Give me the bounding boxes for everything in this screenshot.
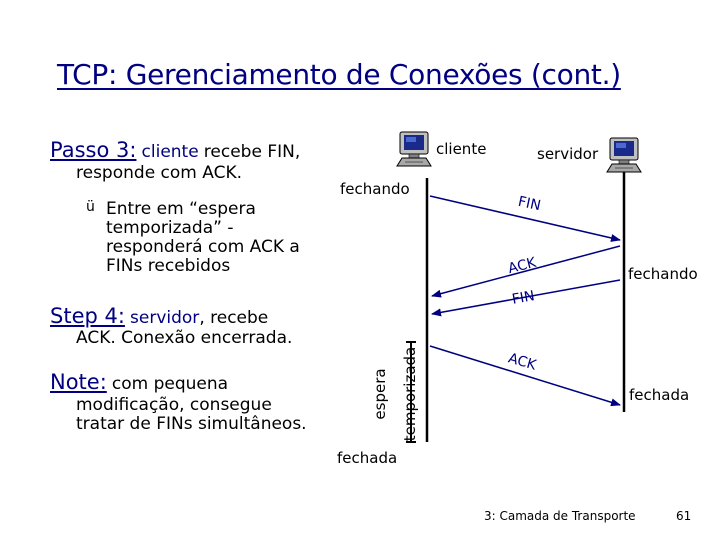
client-computer-icon <box>396 130 432 172</box>
timed-wait-line-2: temporizada <box>401 346 419 442</box>
footer-page-number: 61 <box>676 509 692 523</box>
client-state-fechando: fechando <box>340 180 410 198</box>
checkmark-bullet-icon: ü <box>86 199 95 215</box>
step4-heading: Step 4: servidor, recebe <box>50 304 268 328</box>
step4-label: Step 4: <box>50 304 125 328</box>
bullet-line-1: Entre em “espera <box>106 199 256 219</box>
passo3-action: recebe FIN, <box>203 142 301 162</box>
timed-wait-label: espera temporizada <box>370 347 419 442</box>
server-state-fechando: fechando <box>628 265 698 283</box>
ack-arrow-2 <box>429 345 621 407</box>
note-body: modificação, consegue tratar de FINs sim… <box>76 396 307 434</box>
server-state-fechada: fechada <box>629 386 690 404</box>
note-heading: Note: com pequena <box>50 370 228 394</box>
timed-wait-line-1: espera <box>371 368 389 420</box>
passo3-label: Passo 3: <box>50 138 137 162</box>
client-state-fechada: fechada <box>337 449 398 467</box>
note-line-1: modificação, consegue <box>76 395 272 415</box>
client-label: cliente <box>436 140 487 158</box>
bullet-line-4: FINs recebidos <box>106 256 231 276</box>
fin-arrow-2 <box>431 279 621 317</box>
step4-actor: servidor <box>130 308 200 328</box>
note-text-a: com pequena <box>111 374 229 394</box>
slide-title: TCP: Gerenciamento de Conexões (cont.) <box>57 58 621 91</box>
footer-chapter: 3: Camada de Transporte <box>484 509 636 523</box>
step4-action: , recebe <box>199 308 269 328</box>
passo3-heading: Passo 3: cliente recebe FIN, <box>50 138 300 162</box>
passo3-actor: cliente <box>141 142 199 162</box>
step4-line2: ACK. Conexão encerrada. <box>76 328 293 348</box>
note-label: Note: <box>50 370 107 394</box>
server-computer-icon <box>606 136 642 178</box>
bullet-line-2: temporizada” - <box>106 218 234 238</box>
note-line-2: tratar de FINs simultâneos. <box>76 414 307 434</box>
bullet-text: Entre em “espera temporizada” - responde… <box>106 200 300 276</box>
fin-arrow-1 <box>429 195 621 242</box>
passo3-line2: responde com ACK. <box>76 163 243 183</box>
bullet-line-3: responderá com ACK a <box>106 237 300 257</box>
ack-arrow-1 <box>431 245 621 298</box>
server-label: servidor <box>537 145 599 163</box>
